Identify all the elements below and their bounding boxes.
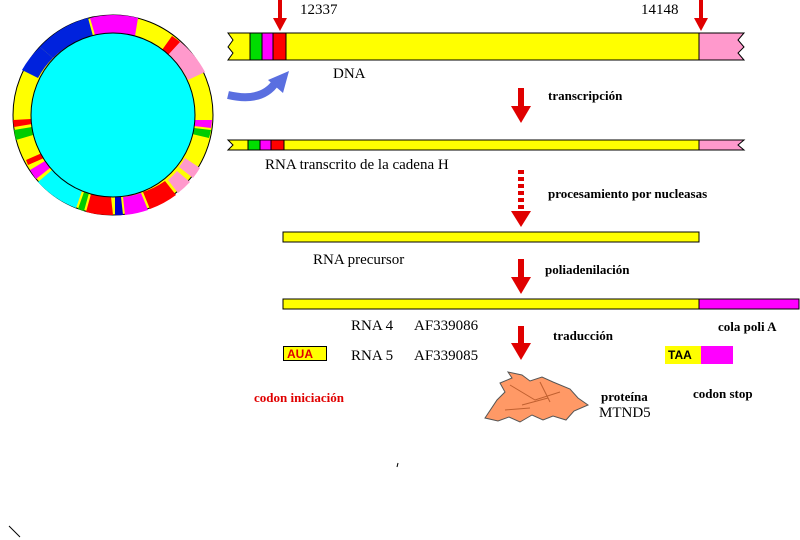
start-codon-box: AUA <box>283 346 327 361</box>
polyA-label: cola poli A <box>718 319 777 334</box>
rna5-accession: AF339085 <box>414 348 479 364</box>
transcription-arrow-icon <box>511 88 531 123</box>
start-position: 12337 <box>300 2 338 18</box>
stop-codon-label: codon stop <box>693 386 753 401</box>
stray-mark <box>8 525 21 538</box>
transcription-label: transcripción <box>548 88 623 103</box>
position-arrow-start <box>273 0 287 31</box>
rna4-accession: AF339086 <box>414 318 479 334</box>
translation-arrow-icon <box>511 326 531 360</box>
precursor-label: RNA precursor <box>313 252 405 268</box>
end-position: 14148 <box>641 2 679 18</box>
processing-arrow-icon <box>511 170 531 227</box>
translation-label: traducción <box>553 328 613 343</box>
processing-label: procesamiento por nucleasas <box>548 186 708 201</box>
rna-transcript-bar <box>226 139 746 151</box>
polyadenylation-arrow-icon <box>511 259 531 294</box>
dna-label: DNA <box>333 66 366 82</box>
stray-mark <box>396 462 399 468</box>
protein-label-line1: proteína <box>601 389 648 404</box>
protein-label-line2: MTND5 <box>599 405 651 421</box>
start-codon-label: codon iniciación <box>254 390 344 405</box>
stop-codon-tail <box>700 346 733 364</box>
mtdna-circle <box>12 14 214 216</box>
curved-arrow-icon <box>227 71 289 102</box>
position-arrow-end <box>694 0 708 31</box>
transcript-label: RNA transcrito de la cadena H <box>265 157 449 173</box>
stop-codon-box: TAA <box>665 346 701 364</box>
rna5-label: RNA 5 <box>351 348 394 364</box>
polyadenylation-label: poliadenilación <box>545 262 630 277</box>
rna-precursor-bar <box>282 231 700 243</box>
polyadenylated-rna-bar <box>282 298 800 310</box>
dna-bar <box>227 32 746 61</box>
protein-shape-icon <box>484 371 590 423</box>
rna4-label: RNA 4 <box>351 318 394 334</box>
